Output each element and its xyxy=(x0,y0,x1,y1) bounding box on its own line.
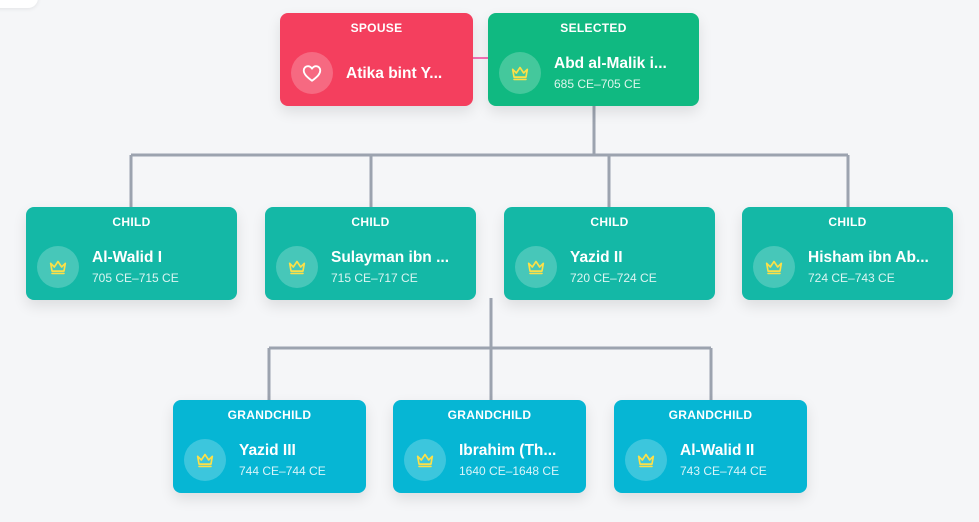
child-node-4[interactable]: CHILD Hisham ibn Ab... 724 CE–743 CE xyxy=(742,207,953,300)
node-role: SPOUSE xyxy=(350,21,403,35)
node-dates: 743 CE–744 CE xyxy=(680,464,767,478)
crown-icon xyxy=(184,439,226,481)
crown-icon xyxy=(276,246,318,288)
node-name: Al-Walid II xyxy=(680,442,755,459)
top-pill-button[interactable] xyxy=(0,0,38,8)
node-name: Sulayman ibn ... xyxy=(331,249,449,266)
crown-icon xyxy=(37,246,79,288)
grandchild-node-2[interactable]: GRANDCHILD Ibrahim (Th... 1640 CE–1648 C… xyxy=(393,400,586,493)
node-dates: 685 CE–705 CE xyxy=(554,77,641,91)
node-dates: 715 CE–717 CE xyxy=(331,271,418,285)
node-dates: 705 CE–715 CE xyxy=(92,271,179,285)
node-name: Atika bint Y... xyxy=(346,65,443,82)
heart-icon xyxy=(291,52,333,94)
crown-icon xyxy=(625,439,667,481)
node-dates: 720 CE–724 CE xyxy=(570,271,657,285)
node-role: CHILD xyxy=(828,215,867,229)
node-name: Al-Walid I xyxy=(92,249,163,266)
node-role: CHILD xyxy=(112,215,151,229)
node-name: Ibrahim (Th... xyxy=(459,442,557,459)
grandchild-node-1[interactable]: GRANDCHILD Yazid III 744 CE–744 CE xyxy=(173,400,366,493)
node-dates: 744 CE–744 CE xyxy=(239,464,326,478)
node-dates: 1640 CE–1648 CE xyxy=(459,464,560,478)
child-node-2[interactable]: CHILD Sulayman ibn ... 715 CE–717 CE xyxy=(265,207,476,300)
child-node-1[interactable]: CHILD Al-Walid I 705 CE–715 CE xyxy=(26,207,237,300)
spouse-node[interactable]: SPOUSE Atika bint Y... xyxy=(280,13,473,106)
crown-icon xyxy=(515,246,557,288)
child-node-3[interactable]: CHILD Yazid II 720 CE–724 CE xyxy=(504,207,715,300)
node-role: CHILD xyxy=(590,215,629,229)
node-name: Yazid III xyxy=(239,442,296,459)
crown-icon xyxy=(753,246,795,288)
node-role: GRANDCHILD xyxy=(227,408,312,422)
node-name: Abd al-Malik i... xyxy=(554,55,667,72)
node-role: GRANDCHILD xyxy=(668,408,753,422)
node-name: Yazid II xyxy=(570,249,623,266)
crown-icon xyxy=(404,439,446,481)
node-role: GRANDCHILD xyxy=(447,408,532,422)
selected-node[interactable]: SELECTED Abd al-Malik i... 685 CE–705 CE xyxy=(488,13,699,106)
node-role: SELECTED xyxy=(560,21,627,35)
grandchild-node-3[interactable]: GRANDCHILD Al-Walid II 743 CE–744 CE xyxy=(614,400,807,493)
crown-icon xyxy=(499,52,541,94)
node-role: CHILD xyxy=(351,215,390,229)
node-dates: 724 CE–743 CE xyxy=(808,271,895,285)
node-name: Hisham ibn Ab... xyxy=(808,249,929,266)
